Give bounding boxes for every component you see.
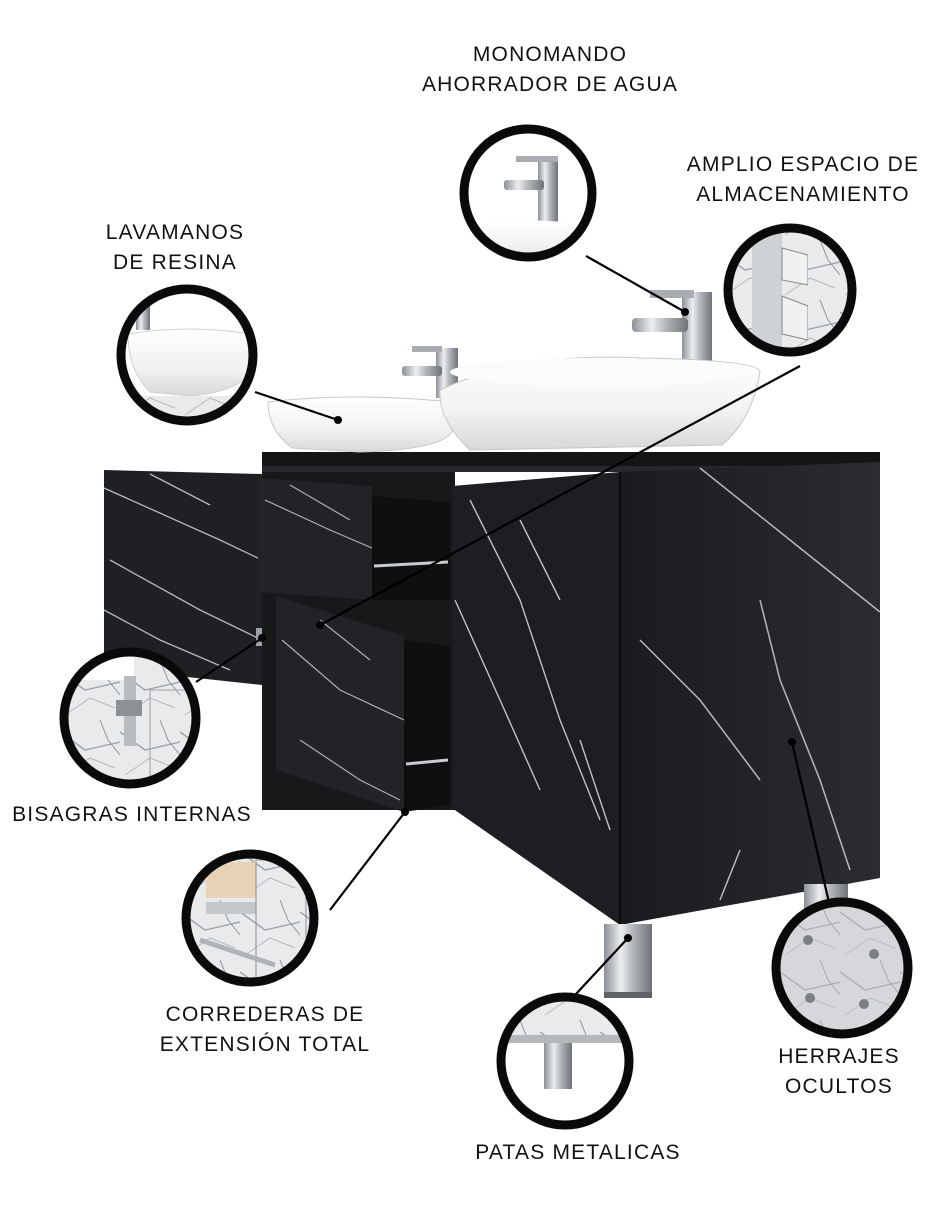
countertop — [262, 452, 880, 466]
legs-label-line-1: PATAS METALICAS — [475, 1141, 681, 1164]
storage-detail-callout — [723, 223, 857, 357]
basin-label-line-1: LAVAMANOS — [105, 221, 245, 244]
basin-label: LAVAMANOS DE RESINA — [80, 218, 270, 278]
side-panel — [620, 462, 880, 925]
right-door — [452, 472, 620, 925]
basin-label-line-2: DE RESINA — [113, 251, 237, 274]
slides-label-line-2: EXTENSIÓN TOTAL — [159, 1033, 371, 1056]
hinges-label-line-1: BISAGRAS INTERNAS — [12, 803, 252, 826]
slides-label: CORREDERAS DE EXTENSIÓN TOTAL — [130, 1000, 400, 1060]
legs-label: PATAS METALICAS — [460, 1138, 696, 1168]
storage-label: AMPLIO ESPACIO DE ALMACENAMIENTO — [672, 150, 934, 210]
basins — [267, 290, 761, 453]
hidden-hardware-detail-callout — [771, 897, 913, 1039]
hinge-detail-callout — [59, 647, 201, 789]
slides-label-line-1: CORREDERAS DE — [165, 1003, 365, 1026]
bottom-drawer-box — [404, 640, 450, 812]
faucet-label-line-1: MONOMANDO — [472, 43, 628, 66]
faucet-label: MONOMANDO AHORRADOR DE AGUA — [400, 40, 700, 100]
top-drawer-front — [258, 478, 372, 600]
leg-detail-callout — [496, 992, 634, 1130]
hardware-label-line-2: OCULTOS — [785, 1075, 893, 1098]
faucet-label-line-2: AHORRADOR DE AGUA — [421, 73, 679, 96]
storage-label-line-2: ALMACENAMIENTO — [696, 183, 910, 206]
top-drawer-box — [372, 496, 450, 600]
vanity-cabinet — [103, 452, 881, 998]
hardware-label: HERRAJES OCULTOS — [764, 1042, 914, 1102]
faucet-detail-callout — [459, 124, 597, 262]
slide-detail-callout — [181, 849, 319, 987]
hinges-label: BISAGRAS INTERNAS — [6, 800, 258, 830]
bottom-drawer-front — [276, 596, 404, 812]
basin-detail-callout — [116, 284, 258, 426]
storage-label-line-1: AMPLIO ESPACIO DE — [686, 153, 920, 176]
leader-lines — [195, 255, 832, 995]
hardware-label-line-1: HERRAJES — [778, 1045, 900, 1068]
